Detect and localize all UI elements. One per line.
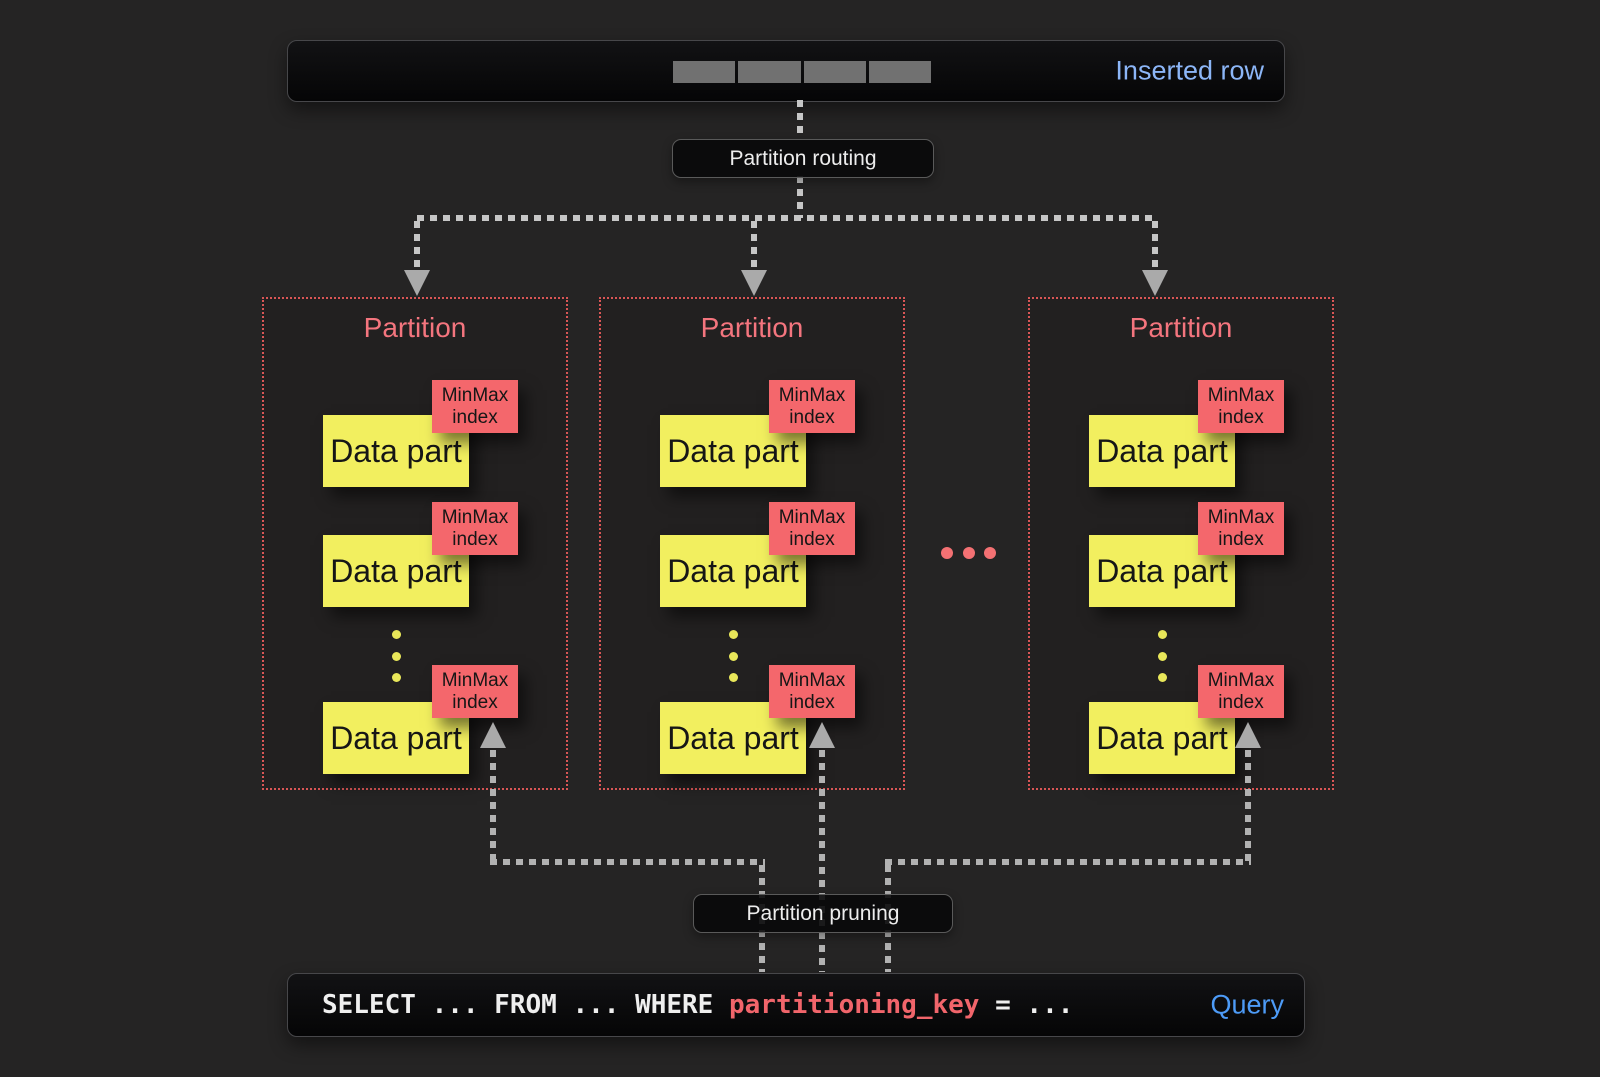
row-cell — [868, 61, 931, 83]
more-parts-ellipsis-dot — [729, 630, 738, 639]
partitioning-key-token: partitioning_key — [729, 990, 980, 1020]
inserted-row-bar: Inserted row — [287, 40, 1285, 102]
more-parts-ellipsis-dot — [729, 673, 738, 682]
more-parts-ellipsis-dot — [392, 630, 401, 639]
arrow-down-icon — [1142, 270, 1168, 296]
routing-drop-left — [414, 221, 420, 269]
partition-title: Partition — [1129, 312, 1233, 343]
pruning-line-left-horizontal — [490, 859, 765, 865]
routing-line-top — [797, 100, 803, 140]
arrow-up-icon — [480, 722, 506, 748]
sql-query-text: SELECT ... FROM ... WHERE partitioning_k… — [322, 990, 1074, 1020]
more-partitions-ellipsis-dot — [984, 547, 996, 559]
arrow-up-icon — [809, 722, 835, 748]
pruning-line-right-horizontal — [885, 859, 1251, 865]
data-part-box: Data part — [1089, 415, 1235, 487]
more-parts-ellipsis-dot — [1158, 652, 1167, 661]
more-partitions-ellipsis-dot — [963, 547, 975, 559]
more-parts-ellipsis-dot — [392, 652, 401, 661]
more-parts-ellipsis-dot — [729, 652, 738, 661]
inserted-row-cells — [673, 61, 931, 83]
arrow-up-icon — [1235, 722, 1261, 748]
data-part-box: Data part — [1089, 535, 1235, 607]
data-part-box: Data part — [323, 702, 469, 774]
query-bar: SELECT ... FROM ... WHERE partitioning_k… — [287, 973, 1305, 1037]
partition-title: Partition — [700, 312, 804, 343]
partition-routing-label: Partition routing — [672, 139, 934, 178]
routing-distribution-line — [417, 215, 1158, 221]
more-parts-ellipsis-dot — [392, 673, 401, 682]
partition-title: Partition — [363, 312, 467, 343]
query-label: Query — [1210, 989, 1284, 1020]
inserted-row-label: Inserted row — [1115, 55, 1264, 86]
data-part-box: Data part — [1089, 702, 1235, 774]
more-partitions-ellipsis-dot — [941, 547, 953, 559]
routing-drop-middle — [751, 221, 757, 269]
data-part-box: Data part — [323, 535, 469, 607]
arrow-down-icon — [404, 270, 430, 296]
pruning-line-middle — [819, 750, 825, 972]
row-cell — [673, 61, 736, 83]
more-parts-ellipsis-dot — [1158, 630, 1167, 639]
more-parts-ellipsis-dot — [1158, 673, 1167, 682]
pruning-line-right-up — [1245, 750, 1251, 862]
partition-pruning-label: Partition pruning — [693, 894, 953, 933]
routing-drop-right — [1152, 221, 1158, 269]
row-cell — [738, 61, 801, 83]
row-cell — [803, 61, 866, 83]
routing-line-mid — [797, 176, 803, 218]
pruning-line-left-up — [490, 750, 496, 862]
arrow-down-icon — [741, 270, 767, 296]
